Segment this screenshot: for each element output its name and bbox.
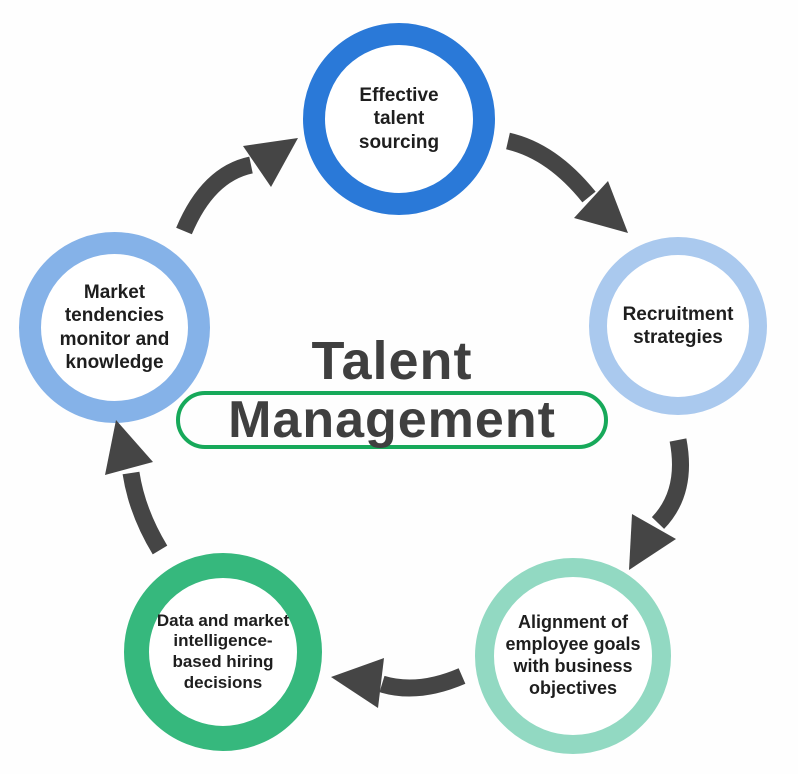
node-data-and-market-intelligence: Data and market intelligence-based hirin…: [124, 553, 322, 751]
title-talent: Talent: [311, 331, 473, 391]
node-alignment-of-employee-goals: Alignment of employee goals with busines…: [475, 558, 671, 754]
diagram-title: Talent Management: [176, 334, 608, 449]
arrow-bottom-left-to-left-icon: [105, 420, 168, 555]
arrow-right-to-bottom-right-icon: [629, 438, 689, 570]
node-market-tendencies-monitor: Market tendencies monitor and knowledge: [19, 232, 210, 423]
arrow-left-to-top-icon: [176, 138, 298, 235]
arrow-bottom-right-to-bottom-left-icon: [331, 658, 466, 708]
arrow-top-to-right-icon: [505, 132, 628, 233]
node-label-market-tendencies-monitor: Market tendencies monitor and knowledge: [59, 282, 170, 373]
node-label-recruitment-strategies: Recruitment strategies: [622, 303, 734, 348]
node-effective-talent-sourcing: Effective talent sourcing: [303, 23, 495, 215]
title-management-pill: Management: [176, 391, 608, 449]
node-recruitment-strategies: Recruitment strategies: [589, 237, 767, 415]
node-label-data-and-market-intelligence: Data and market intelligence-based hirin…: [156, 610, 290, 692]
node-label-alignment-of-employee-goals: Alignment of employee goals with busines…: [505, 612, 641, 698]
node-label-effective-talent-sourcing: Effective talent sourcing: [358, 85, 440, 153]
title-management: Management: [228, 391, 556, 449]
